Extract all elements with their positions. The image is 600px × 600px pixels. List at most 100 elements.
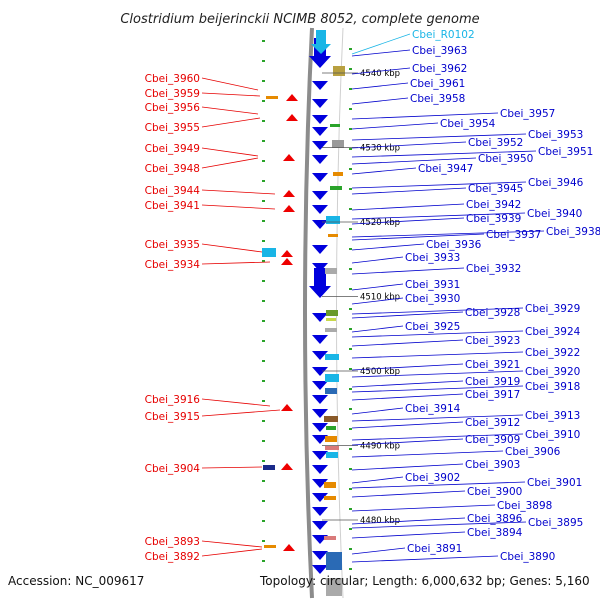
gene-triangle: [286, 94, 298, 101]
left-gene-label: Cbei_3959: [145, 88, 200, 100]
right-leader-line: [351, 490, 466, 498]
left-leader-line: [201, 548, 263, 557]
right-gene-label: Cbei_3931: [405, 279, 460, 291]
gene-arrow: [312, 115, 328, 124]
gene-block: [325, 388, 337, 394]
tick-dot: [349, 148, 352, 150]
right-gene-label: Cbei_3920: [525, 366, 580, 378]
right-gene-label: Cbei_3914: [405, 403, 461, 415]
right-gene-label: Cbei_3963: [412, 45, 467, 57]
right-leader-line: [351, 267, 465, 275]
right-leader-line: [351, 351, 524, 359]
tick-dot: [349, 128, 352, 130]
tick-dot: [262, 480, 265, 482]
gene-triangle: [281, 250, 293, 257]
left-gene-labels: Cbei_3960Cbei_3959Cbei_3956Cbei_3955Cbei…: [145, 73, 281, 563]
gene-arrow: [312, 220, 328, 229]
tick-dot: [262, 60, 265, 62]
tick-dot: [349, 568, 352, 570]
left-gene-label: Cbei_3949: [145, 143, 200, 155]
tick-dot: [262, 300, 265, 302]
right-gene-label: Cbei_3928: [465, 307, 520, 319]
gene-block: [330, 186, 342, 190]
right-leader-line: [351, 133, 527, 141]
gene-block: [326, 552, 342, 570]
gene-arrow: [312, 191, 328, 200]
gene-block: [325, 268, 337, 274]
tick-dots: [262, 40, 352, 570]
tick-dot: [262, 360, 265, 362]
scale-tick-label: 4480 kbp: [360, 516, 400, 526]
gene-arrow: [312, 409, 328, 418]
tick-dot: [349, 288, 352, 290]
right-gene-label: Cbei_3925: [405, 321, 460, 333]
gene-block-left: [266, 96, 278, 99]
right-gene-label: Cbei_3953: [528, 129, 583, 141]
right-gene-label: Cbei_3891: [407, 543, 462, 555]
right-leader-line: [351, 122, 439, 130]
left-leader-line: [201, 77, 259, 91]
right-leader-line: [351, 233, 485, 241]
gene-arrow-large: [309, 268, 331, 298]
gene-arrow: [312, 465, 328, 474]
right-leader-line: [351, 521, 527, 529]
right-leader-line: [351, 385, 524, 393]
right-gene-label: Cbei_3898: [497, 500, 552, 512]
gene-arrow: [312, 335, 328, 344]
tick-dot: [349, 108, 352, 110]
scale-tick-label: 4540 kbp: [360, 69, 400, 79]
right-gene-label: Cbei_3896: [467, 513, 523, 525]
gene-arrow: [312, 99, 328, 108]
tick-dot: [349, 468, 352, 470]
right-gene-label: Cbei_3901: [527, 477, 582, 489]
left-leader-line: [201, 117, 261, 128]
right-leader-line: [351, 33, 411, 55]
tick-dot: [262, 320, 265, 322]
gene-triangle: [283, 190, 295, 197]
gene-triangle: [286, 114, 298, 121]
right-gene-label: Cbei_3909: [465, 434, 520, 446]
right-gene-label: Cbei_3921: [465, 359, 520, 371]
right-gene-label: Cbei_3918: [525, 381, 580, 393]
tick-dot: [349, 308, 352, 310]
right-gene-label: Cbei_3900: [467, 486, 522, 498]
tick-dot: [262, 220, 265, 222]
gene-arrow: [312, 351, 328, 360]
topology-text: Topology: circular; Length: 6,000,632 bp…: [259, 574, 590, 588]
right-gene-label: Cbei_3947: [418, 163, 473, 175]
gene-block: [330, 124, 340, 127]
tick-dot: [349, 248, 352, 250]
gene-block-left: [262, 248, 276, 257]
left-leader-line: [201, 398, 271, 407]
tick-dot: [349, 448, 352, 450]
tick-dot: [349, 188, 352, 190]
gene-triangle: [283, 205, 295, 212]
gene-block: [326, 216, 340, 224]
right-leader-line: [351, 421, 464, 429]
right-leader-line: [351, 203, 465, 211]
right-leader-line: [351, 363, 464, 371]
right-gene-label: Cbei_3951: [538, 146, 593, 158]
tick-dot: [262, 200, 265, 202]
right-gene-label: Cbei_3906: [505, 446, 561, 458]
right-leader-line: [351, 150, 537, 158]
tick-dot: [349, 88, 352, 90]
tick-dot: [349, 268, 352, 270]
right-leader-line: [351, 112, 499, 120]
left-leader-line: [201, 204, 276, 210]
gene-arrow: [312, 127, 328, 136]
tick-dot: [262, 340, 265, 342]
right-leader-line: [351, 141, 467, 149]
right-leader-line: [351, 476, 404, 484]
right-gene-label: Cbei_3890: [500, 551, 555, 563]
tick-dot: [262, 460, 265, 462]
left-leader-line: [201, 409, 281, 417]
right-leader-line: [351, 414, 524, 422]
right-leader-line: [351, 393, 464, 401]
right-leader-line: [351, 450, 504, 458]
tick-dot: [349, 228, 352, 230]
gene-arrow: [312, 381, 328, 390]
right-leader-line: [351, 555, 499, 563]
gene-block-left: [264, 545, 276, 548]
tick-dot: [349, 368, 352, 370]
